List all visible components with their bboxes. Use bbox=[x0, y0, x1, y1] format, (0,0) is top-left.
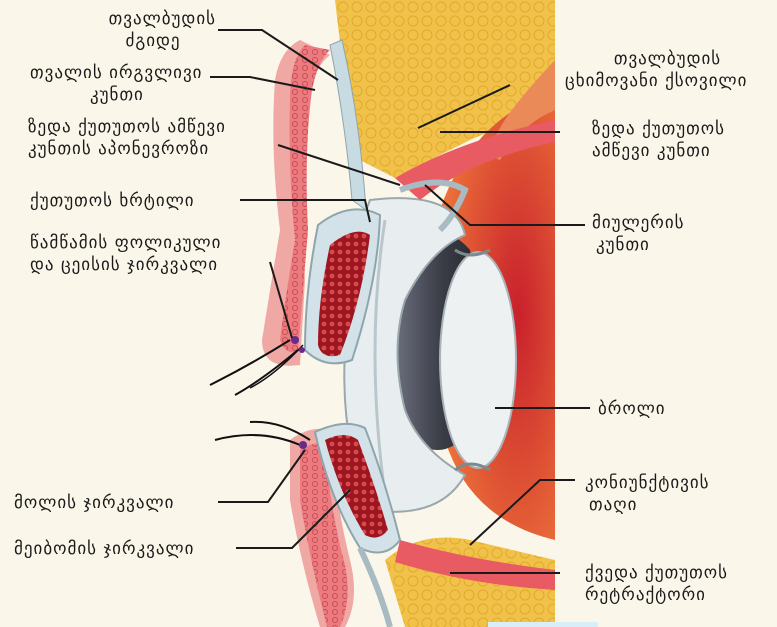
label-conjunctival-fornix-line1: კონიუნქტივის bbox=[585, 472, 770, 494]
label-orbital-septum-line2: ძგიდე bbox=[30, 30, 216, 52]
lens-shape bbox=[440, 252, 516, 468]
label-levator-muscle-line1: ზედა ქუთუთოს bbox=[592, 118, 772, 140]
label-follicle-glands-line2: და ცეისის ჯირკვალი bbox=[30, 254, 280, 276]
label-follicle-glands-line1: წამწამის ფოლიკული bbox=[30, 232, 280, 254]
label-levator-aponeurosis-line2: კუნთის აპონევროზი bbox=[28, 138, 308, 160]
label-muller-muscle-line1: მიულერის bbox=[592, 212, 742, 234]
label-lower-retractors-line2: რეტრაქტორი bbox=[585, 584, 770, 606]
label-muller-muscle: მიულერის კუნთი bbox=[592, 212, 742, 256]
label-orbicularis-line2: კუნთი bbox=[30, 84, 270, 106]
label-lower-retractors: ქვედა ქუთუთოს რეტრაქტორი bbox=[585, 562, 770, 606]
label-orbital-septum: თვალბუდის ძგიდე bbox=[30, 8, 216, 52]
label-orbicularis: თვალის ირგვლივი კუნთი bbox=[30, 62, 270, 106]
label-lens: ბროლი bbox=[598, 398, 698, 420]
label-orbital-fat-line1: თვალბუდის bbox=[565, 48, 770, 70]
label-meibomian-gland: მეიბომის ჯირკვალი bbox=[14, 538, 254, 560]
label-levator-aponeurosis: ზედა ქუთუთოს ამწევი კუნთის აპონევროზი bbox=[28, 116, 308, 160]
label-tarsal-plate: ქუთუთოს ხრტილი bbox=[30, 190, 245, 212]
label-levator-muscle-line2: ამწევი კუნთი bbox=[592, 140, 772, 162]
label-orbital-fat: თვალბუდის ცხიმოვანი ქსოვილი bbox=[565, 48, 770, 92]
label-conjunctival-fornix: კონიუნქტივის თაღი bbox=[585, 472, 770, 516]
lower-eyelashes bbox=[215, 435, 300, 445]
label-follicle-glands: წამწამის ფოლიკული და ცეისის ჯირკვალი bbox=[30, 232, 280, 276]
label-moll-gland: მოლის ჯირკვალი bbox=[14, 492, 224, 514]
label-orbital-fat-line2: ცხიმოვანი ქსოვილი bbox=[565, 70, 770, 92]
label-orbicularis-line1: თვალის ირგვლივი bbox=[30, 62, 270, 84]
label-muller-muscle-line2: კუნთი bbox=[592, 234, 742, 256]
label-orbital-septum-line1: თვალბუდის bbox=[30, 8, 216, 30]
label-lower-retractors-line1: ქვედა ქუთუთოს bbox=[585, 562, 770, 584]
label-conjunctival-fornix-line2: თაღი bbox=[585, 494, 770, 516]
label-levator-muscle: ზედა ქუთუთოს ამწევი კუნთი bbox=[592, 118, 772, 162]
label-levator-aponeurosis-line1: ზედა ქუთუთოს ამწევი bbox=[28, 116, 308, 138]
